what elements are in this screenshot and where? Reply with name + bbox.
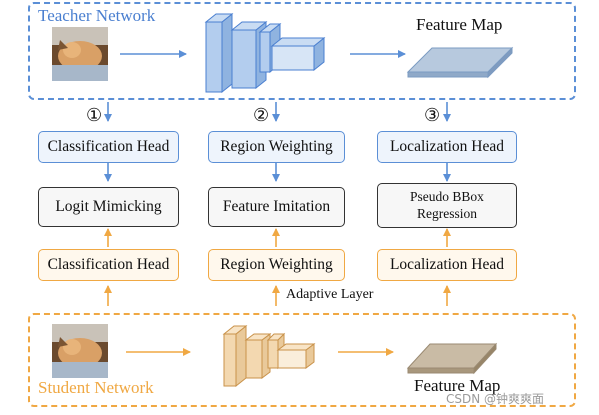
student-network-label: Student Network (38, 378, 154, 397)
teacher-localization-head-label: Localization Head (389, 138, 505, 156)
teacher-backbone-cubes (204, 12, 326, 94)
student-network-frame (28, 313, 576, 407)
student-classification-head: Classification Head (38, 249, 179, 281)
adaptive-layer-label: Adaptive Layer (286, 287, 374, 302)
student-input-image (52, 324, 108, 378)
watermark: CSDN @钟爽爽面 (446, 392, 545, 406)
pseudo-bbox-regression-box: Pseudo BBox Regression (377, 183, 517, 228)
step-marker-3: ③ (424, 105, 441, 125)
teacher-network-label: Teacher Network (38, 6, 156, 25)
logit-mimicking-box: Logit Mimicking (38, 187, 179, 227)
teacher-feature-map-plate (406, 46, 514, 79)
pseudo-bbox-regression-line2: Regression (417, 205, 477, 221)
teacher-feature-map-label: Feature Map (416, 15, 503, 34)
logit-mimicking-label: Logit Mimicking (55, 198, 162, 216)
feature-imitation-box: Feature Imitation (208, 187, 345, 227)
teacher-classification-head-label: Classification Head (47, 138, 170, 156)
student-localization-head: Localization Head (377, 249, 517, 281)
teacher-input-image (52, 27, 108, 81)
step-marker-2: ② (253, 105, 270, 125)
student-classification-head-label: Classification Head (47, 256, 170, 274)
teacher-network-frame (28, 2, 576, 100)
teacher-region-weighting: Region Weighting (208, 131, 345, 163)
teacher-localization-head: Localization Head (377, 131, 517, 163)
student-feature-map-label: Feature Map (414, 376, 501, 395)
student-region-weighting: Region Weighting (208, 249, 345, 281)
student-localization-head-label: Localization Head (389, 256, 505, 274)
teacher-classification-head: Classification Head (38, 131, 179, 163)
pseudo-bbox-regression-line1: Pseudo BBox (410, 189, 484, 205)
step-marker-1: ① (86, 105, 103, 125)
student-feature-map-plate (406, 342, 498, 375)
student-region-weighting-label: Region Weighting (220, 256, 333, 274)
feature-imitation-label: Feature Imitation (222, 198, 331, 216)
teacher-region-weighting-label: Region Weighting (220, 138, 333, 156)
student-backbone-cubes (222, 324, 316, 388)
